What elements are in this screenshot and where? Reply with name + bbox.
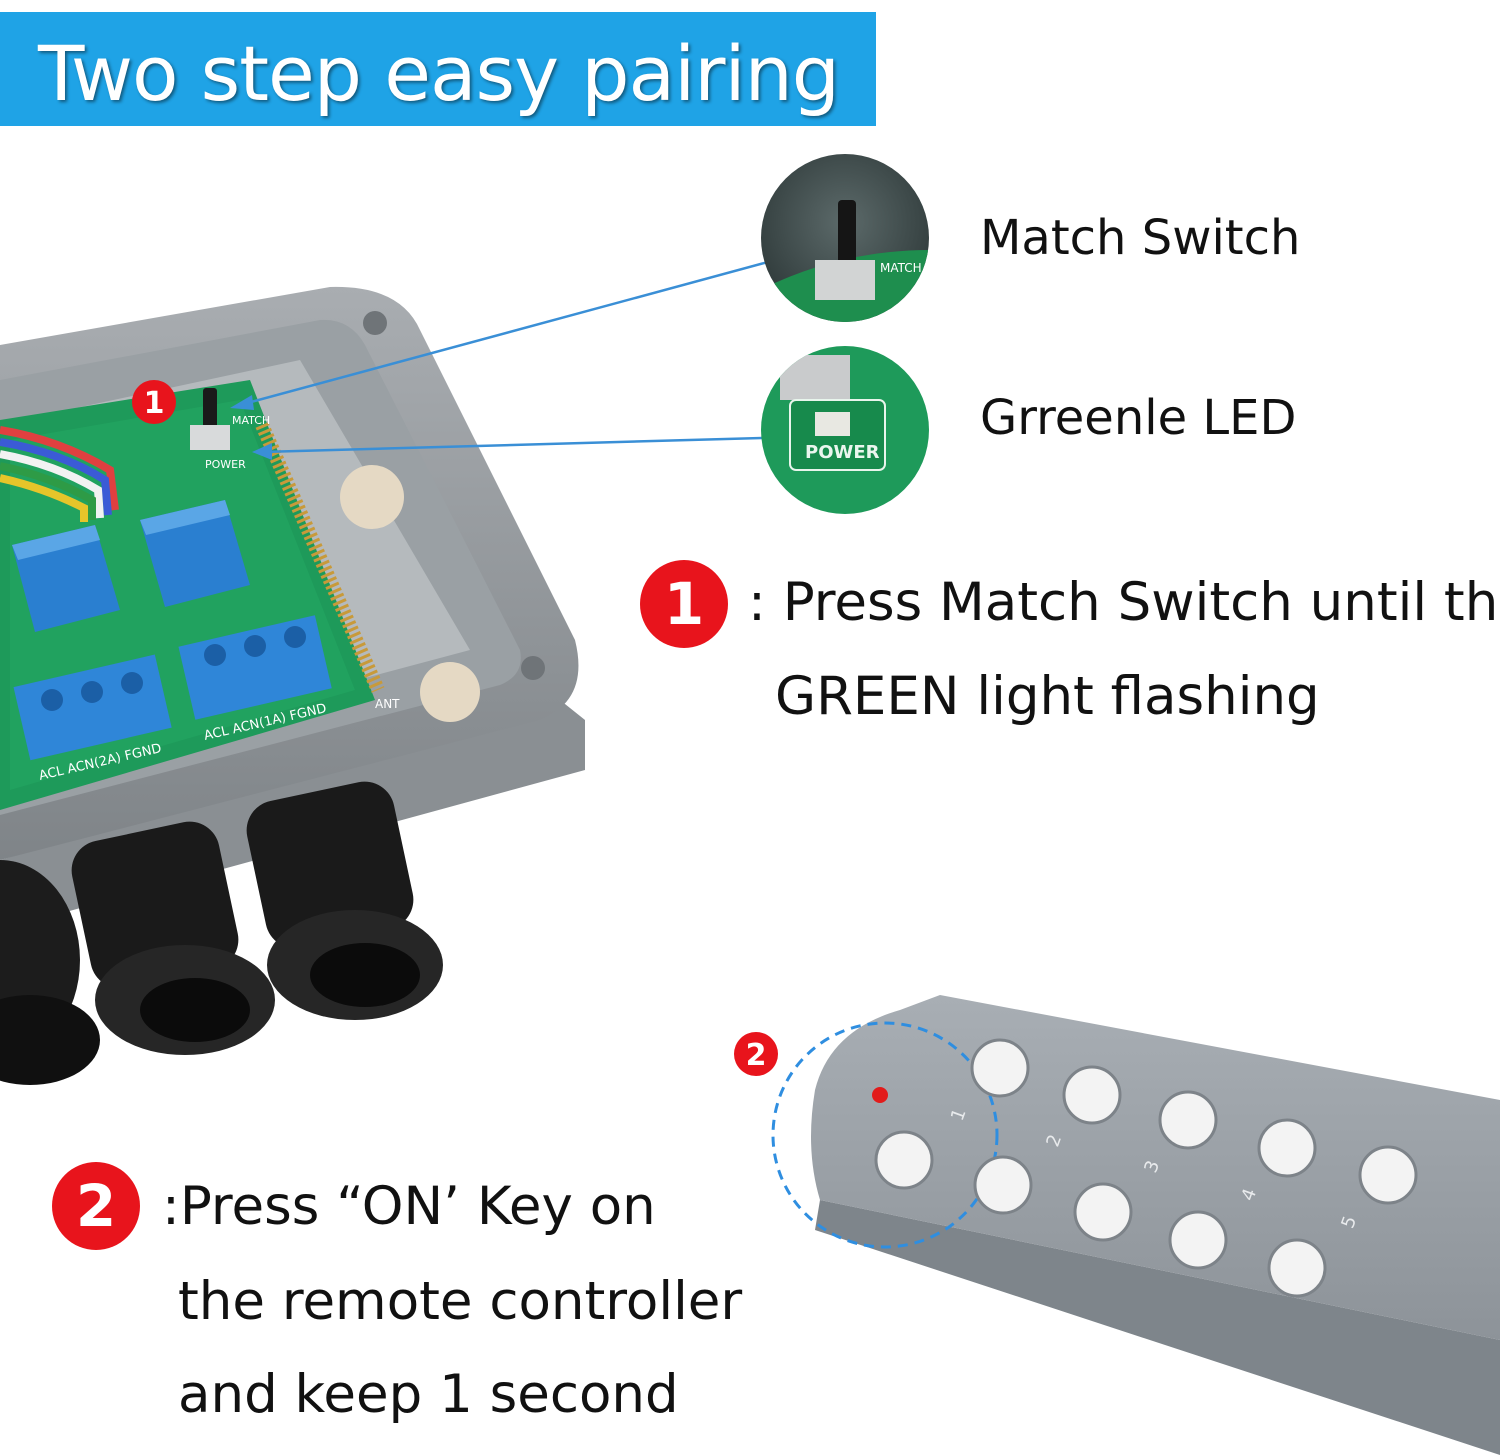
remote-off-button-5[interactable] <box>1358 1145 1418 1205</box>
remote-on-button-5[interactable] <box>1267 1238 1327 1298</box>
step-1-badge: 1 <box>640 560 728 648</box>
match-switch-thumbnail: MATCH <box>761 154 929 322</box>
step-1-line-2: GREEN light flashing <box>775 666 1320 727</box>
remote-off-button-1[interactable] <box>970 1038 1030 1098</box>
svg-text:2: 2 <box>746 1038 767 1073</box>
remote-on-button-1[interactable] <box>874 1130 934 1190</box>
terminal-block-left <box>13 654 172 761</box>
remote-control <box>811 995 1500 1455</box>
led-thumbnail: POWER <box>761 346 929 514</box>
step-2-line-2: the remote controller <box>178 1271 743 1332</box>
junction-box: ACL ACN(2A) FGND ACL ACN(1A) FGND ANT MA… <box>0 286 585 1085</box>
mounting-post <box>420 662 480 722</box>
antenna-coil <box>255 422 385 693</box>
device-step-badge: 1 <box>132 380 176 424</box>
led-label: Grreenle LED <box>980 390 1297 446</box>
remote-on-button-4[interactable] <box>1168 1210 1228 1270</box>
step-2-line-3: and keep 1 second <box>178 1364 679 1425</box>
terminal-block-right <box>178 615 332 720</box>
pcb-match-label: MATCH <box>232 414 270 427</box>
svg-text:POWER: POWER <box>805 442 880 463</box>
remote-off-button-4[interactable] <box>1257 1118 1317 1178</box>
pcb-ant-label: ANT <box>375 697 400 711</box>
remote-led <box>872 1087 888 1103</box>
remote-channel-5: 5 <box>1267 1145 1418 1298</box>
remote-channel-4: 4 <box>1168 1118 1317 1270</box>
banner-title: Two step easy pairing <box>38 29 840 118</box>
remote-on-button-2[interactable] <box>973 1155 1033 1215</box>
remote-channel-3: 3 <box>1073 1090 1218 1242</box>
highlight-circle <box>771 1021 999 1249</box>
remote-channel-1: 1 <box>874 1038 1030 1190</box>
svg-text:1: 1 <box>144 386 165 421</box>
cable-gland <box>246 781 443 1020</box>
step-1-line-1: : Press Match Switch until the <box>748 572 1500 633</box>
wire-bundle <box>0 426 119 522</box>
step-2-line-1: :Press “ON’ Key on <box>162 1176 656 1237</box>
relay-right <box>140 500 250 607</box>
step-2-badge: 2 <box>52 1162 140 1250</box>
remote-on-button-3[interactable] <box>1073 1182 1133 1242</box>
remote-off-button-3[interactable] <box>1158 1090 1218 1150</box>
mounting-post <box>340 465 404 529</box>
cable-gland <box>0 860 100 1085</box>
match-switch-label: Match Switch <box>980 210 1301 266</box>
remote-channel-2: 2 <box>973 1065 1122 1215</box>
cable-gland <box>71 821 275 1055</box>
remote-off-button-2[interactable] <box>1062 1065 1122 1125</box>
callout-arrows <box>230 260 769 460</box>
relay-left <box>12 525 120 632</box>
pcb-power-label: POWER <box>205 458 246 471</box>
remote-step-badge: 2 <box>734 1032 778 1076</box>
svg-text:MATCH: MATCH <box>880 261 922 275</box>
title-banner: Two step easy pairing <box>0 12 876 126</box>
